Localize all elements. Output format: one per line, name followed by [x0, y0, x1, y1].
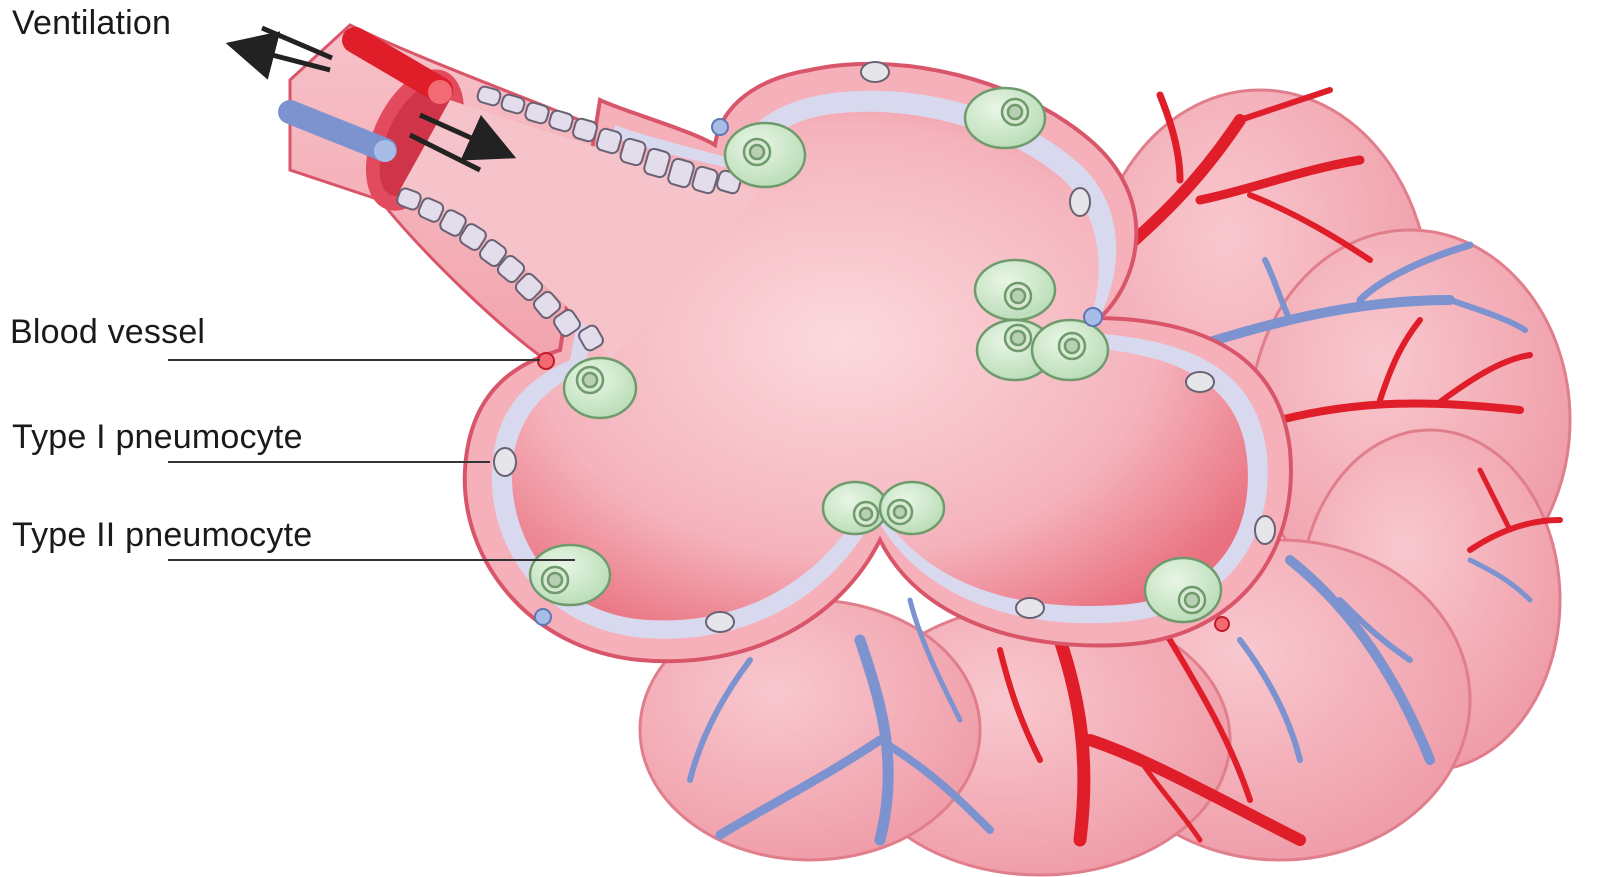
type-1-nucleus — [494, 448, 516, 476]
type-1-pneumocyte-label: Type I pneumocyte — [12, 418, 303, 457]
type-2-cell — [530, 545, 610, 605]
type-2-cell — [975, 260, 1055, 320]
type-1-nucleus — [1070, 188, 1090, 216]
type-2-pneumocyte-label: Type II pneumocyte — [12, 516, 312, 555]
type-2-cell — [1032, 320, 1108, 380]
type-1-nucleus — [1016, 598, 1044, 618]
blood-vessel-label: Blood vessel — [10, 313, 205, 352]
type-2-cell — [1145, 558, 1221, 622]
type-2-cell — [823, 482, 887, 534]
ventilation-label: Ventilation — [12, 4, 171, 43]
type-1-nucleus — [861, 62, 889, 82]
type-1-nucleus — [706, 612, 734, 632]
type-1-nucleus — [1186, 372, 1214, 392]
type-2-cell — [725, 123, 805, 187]
type-2-cell — [564, 358, 636, 418]
type-2-cell — [880, 482, 944, 534]
type-2-cell — [965, 88, 1045, 148]
type-1-nucleus — [1255, 516, 1275, 544]
